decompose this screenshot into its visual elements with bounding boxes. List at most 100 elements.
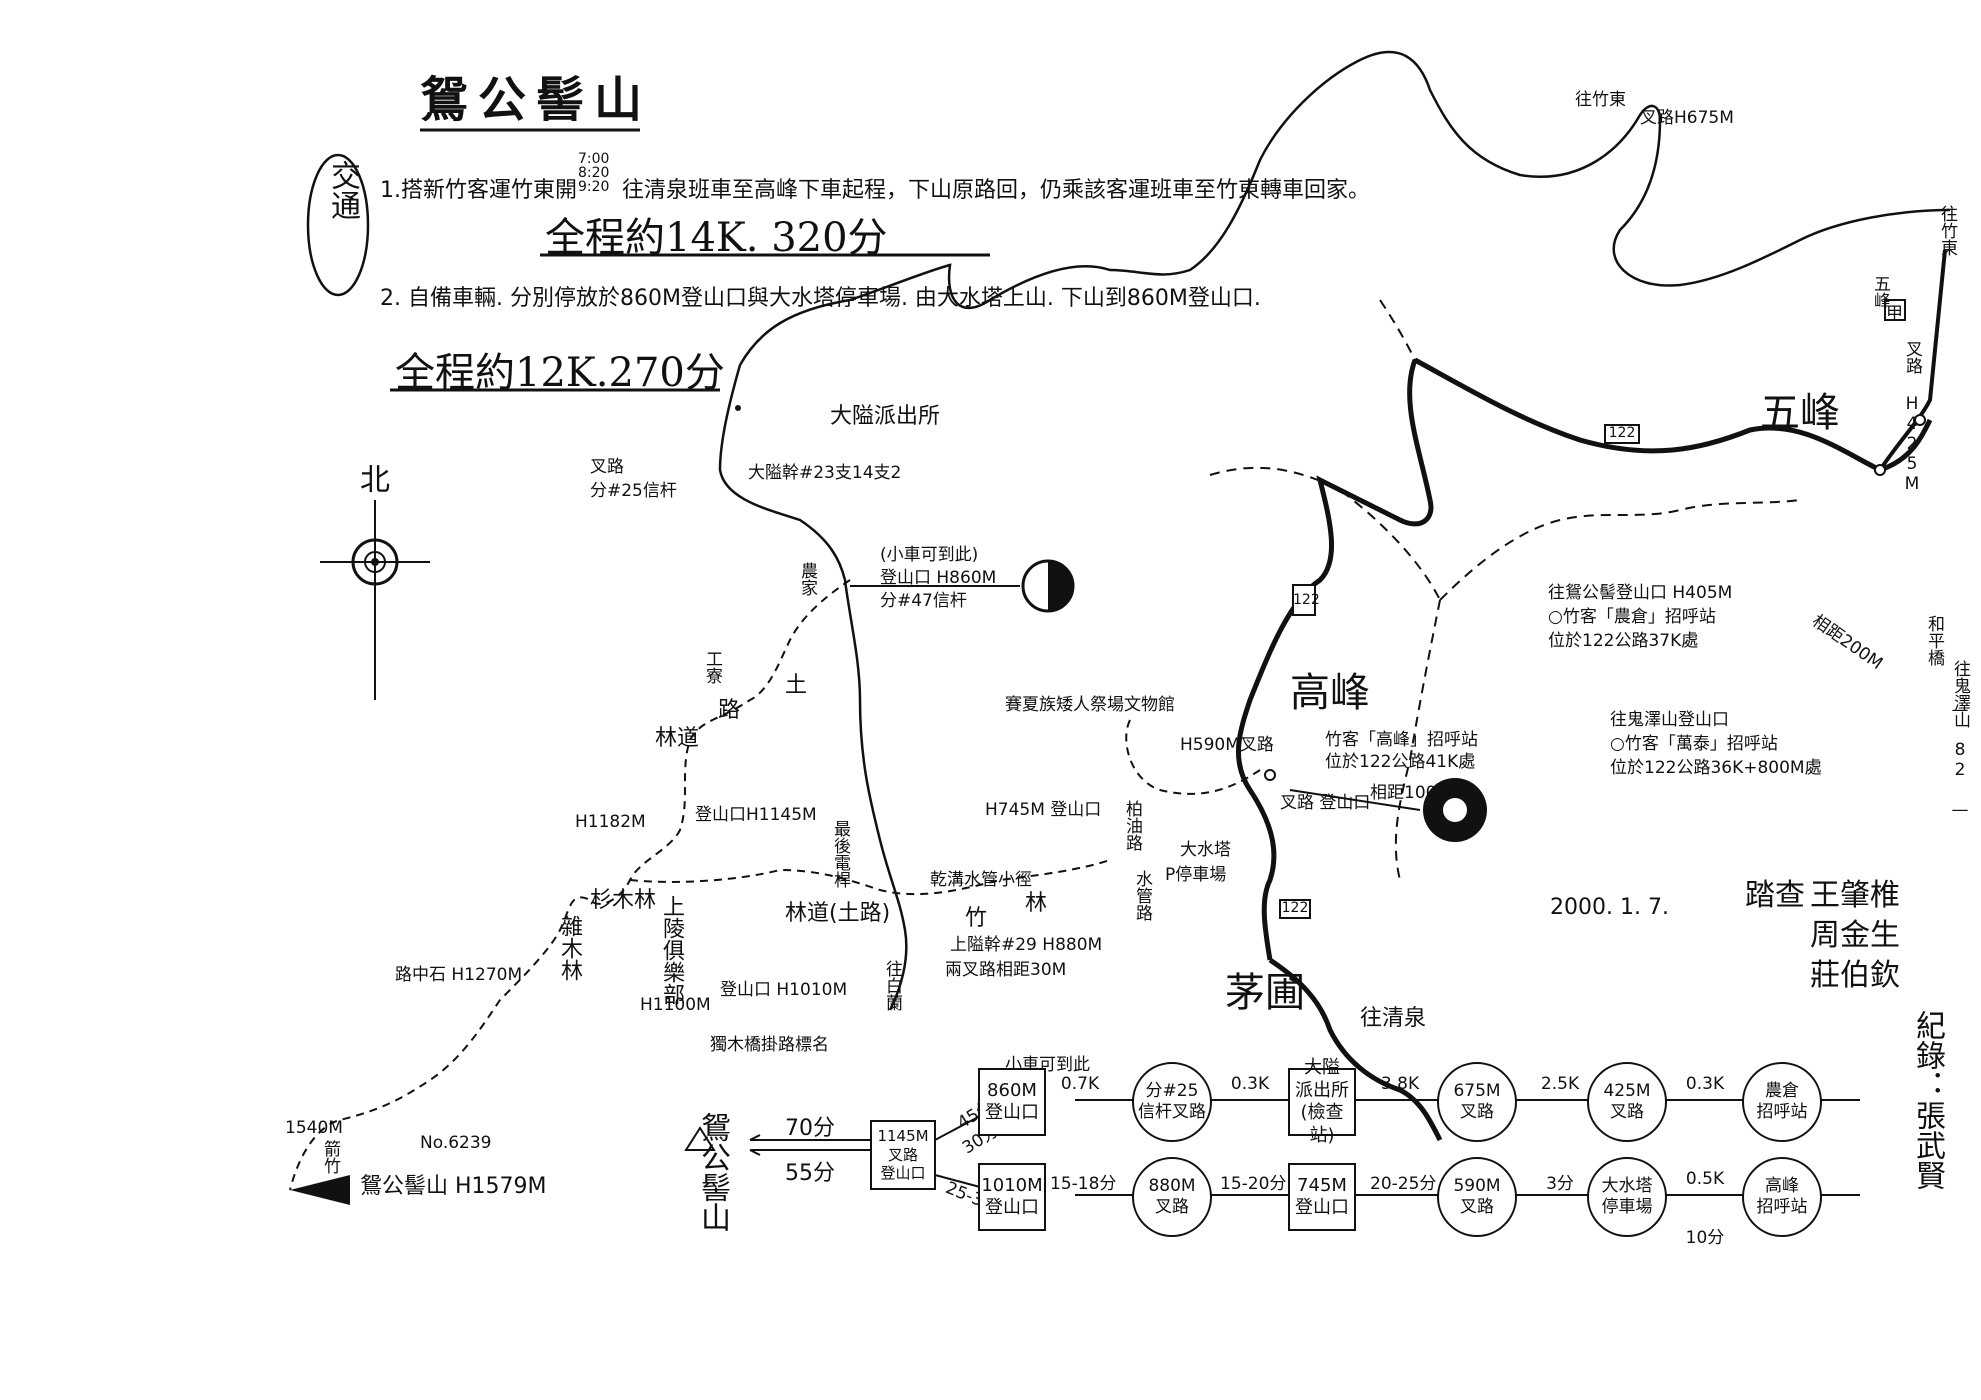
flow-top_row-item-2-line-1: 信杆叉路 [1138,1102,1206,1122]
transport-total1: 全程約14K. 320分 [545,215,888,261]
flow-junction-line-0: 1145M [877,1126,929,1145]
flow-top_row-item-6-line-0: 675M [1453,1080,1501,1101]
flow-bottom_row-dist-sub-9: 10分 [1685,1228,1725,1248]
flow-bottom_row-dist-text-1: 15-18分 [1050,1174,1117,1194]
time-1: 8:20 [578,165,610,181]
page-title: 鴛公髻山 [420,72,653,128]
junction-dot-425 [1914,414,1926,426]
label-860-b: 登山口 H860M [880,568,997,588]
flow-top_row-item-4-line-1: 派出所 [1295,1079,1349,1101]
highway-122-south [1268,957,1443,1142]
flow-top_row-dist-3: 0.3K [1220,1074,1280,1094]
label-peak1579: 鴛公髻山 H1579M [360,1174,547,1199]
label-to-guitan: 往鬼澤山 [1950,660,1970,728]
compass-dot [371,558,379,566]
road-wufeng-east [1878,249,1947,472]
label-guitan-b: ○竹客「萬泰」招呼站 [1610,734,1778,754]
label-parking: P停車場 [1165,865,1227,885]
flow-time-top: 70分 [785,1116,835,1141]
label-soil: 土 [785,673,808,698]
flow-top_row-item-10-line-1: 招呼站 [1756,1102,1808,1122]
label-to-baiyi: 往白蘭 [882,960,902,1011]
transport-line1-suffix: 往清泉班車至高峰下車起程，下山原路回，仍乘該客運班車至竹東轉車回家。 [622,178,1371,203]
label-triangle-no: No.6239 [420,1133,492,1153]
label-nongcang-c: 位於122公路37K處 [1548,631,1699,651]
trail-dashed-north [1379,299,1441,881]
label-dist100: 相距100M [1370,783,1452,803]
label-to-qingquan: 往清泉 [1360,1006,1427,1031]
label-pipe-road: 乾溝水管小徑 [930,870,1032,890]
flow-bottom_row-item-2-line-1: 叉路 [1155,1197,1189,1217]
flow-bottom_row-dist-text-3: 15-20分 [1220,1174,1287,1194]
flow-bottom_row-dist-text-7: 3分 [1546,1174,1574,1194]
label-wufeng: 五峰 [1760,390,1840,436]
label-junction-cong: 叉路 登山口 [1280,793,1371,813]
police-dot [735,405,741,411]
trail-dashed-route [1125,719,1261,795]
flow-top_row-dist-text-5: 3.8K [1380,1074,1420,1094]
flow-top_row-box-4: 大隘派出所(檢查站) [1288,1057,1356,1146]
flow-bottom_row-item-4-line-0: 745M [1297,1174,1347,1196]
flow-bottom_row-dist-text-9: 0.5K [1685,1169,1725,1189]
time-2: 9:20 [578,179,610,195]
label-forest: 林 [1025,891,1048,916]
label-forest-dirt: 林道(土路) [785,901,891,926]
label-tube-road: 水管路 [1132,870,1152,921]
surveyor-0: 王肇椎 [1810,878,1900,913]
label-junction425: 叉路 H425M [1902,340,1922,494]
label-pole29: 上隘幹#29 H880M [950,935,1103,955]
flow-bottom_row-item-10-line-0: 高峰 [1765,1175,1799,1196]
highway-122-east [1413,357,1933,473]
label-to-zhudong-top: 往竹東 [1575,90,1626,110]
time-0: 7:00 [578,151,610,167]
flow-top_row-item-10-line-0: 農倉 [1765,1080,1799,1101]
badge-122-c-text: 122 [1281,900,1309,916]
label-guitan-c: 位於122公路36K+800M處 [1610,758,1822,778]
label-h1100: H1100M [640,995,711,1015]
flow-bottom_row-item-0-line-0: 1010M [981,1174,1043,1196]
flow-arrow-top [749,1134,870,1156]
flow-top_row-dist-text-1: 0.7K [1060,1074,1100,1094]
flow-bottom_row-item-6-line-0: 590M [1453,1175,1501,1196]
flow-top_row-dist-9: 0.3K [1675,1074,1735,1094]
compass-lines [320,500,430,700]
flow-bottom_row-dist-1: 15-18分 [1050,1169,1117,1194]
marker-gaofeng-arrow [1289,789,1421,811]
label-police: 大隘派出所 [830,404,941,429]
label-trailhead1145: 登山口H1145M [695,805,817,825]
road-daai-north [738,50,1951,366]
label-club: 上陵俱樂部 [659,895,684,1005]
flow-top_row-dist-text-7: 2.5K [1540,1074,1580,1094]
north-label: 北 [360,463,390,498]
transport-line1-prefix: 1.搭新竹客運竹東開 [380,178,577,203]
label-bamboo: 竹 [965,906,988,931]
flow-top_row-item-4-line-0: 大隘 [1304,1057,1340,1078]
junction-dot-gaofeng [1264,769,1276,781]
label-date: 2000. 1. 7. [1550,895,1669,920]
flow-bottom_row-dist-5: 20-25分 [1370,1169,1436,1194]
label-bamboo-b: 箭竹 [320,1140,340,1174]
label-junction30: 兩叉路相距30M [945,960,1067,980]
label-survey: 踏查 [1745,878,1805,913]
surveyor-2: 莊伯欽 [1810,958,1900,993]
flow-bottom_row-item-6-line-1: 叉路 [1460,1197,1494,1217]
badge-122-c [1279,899,1311,919]
label-860-c: 分#47信杆 [880,591,967,611]
flow-top_row-item-8-line-0: 425M [1603,1080,1651,1101]
label-guitan-a: 往鬼澤山登山口 [1610,710,1729,730]
badge-122-b [1604,424,1640,444]
transport-line2: 2. 自備車輛. 分別停放於860M登山口與大水塔停車場. 由大水塔上山. 下山… [380,286,1261,311]
label-gaofeng: 高峰 [1290,670,1370,716]
flow-top_row-item-2-line-0: 分#25 [1145,1080,1199,1101]
compass-ring-outer [351,538,399,586]
label-oil-road: 柏油路 [1122,800,1142,851]
flow-top_row-dist-7: 2.5K [1530,1074,1590,1094]
flow-time-bottom: 55分 [785,1161,835,1186]
flow-top_row-dist-text-3: 0.3K [1230,1074,1270,1094]
marker-860-fill [1048,561,1073,611]
